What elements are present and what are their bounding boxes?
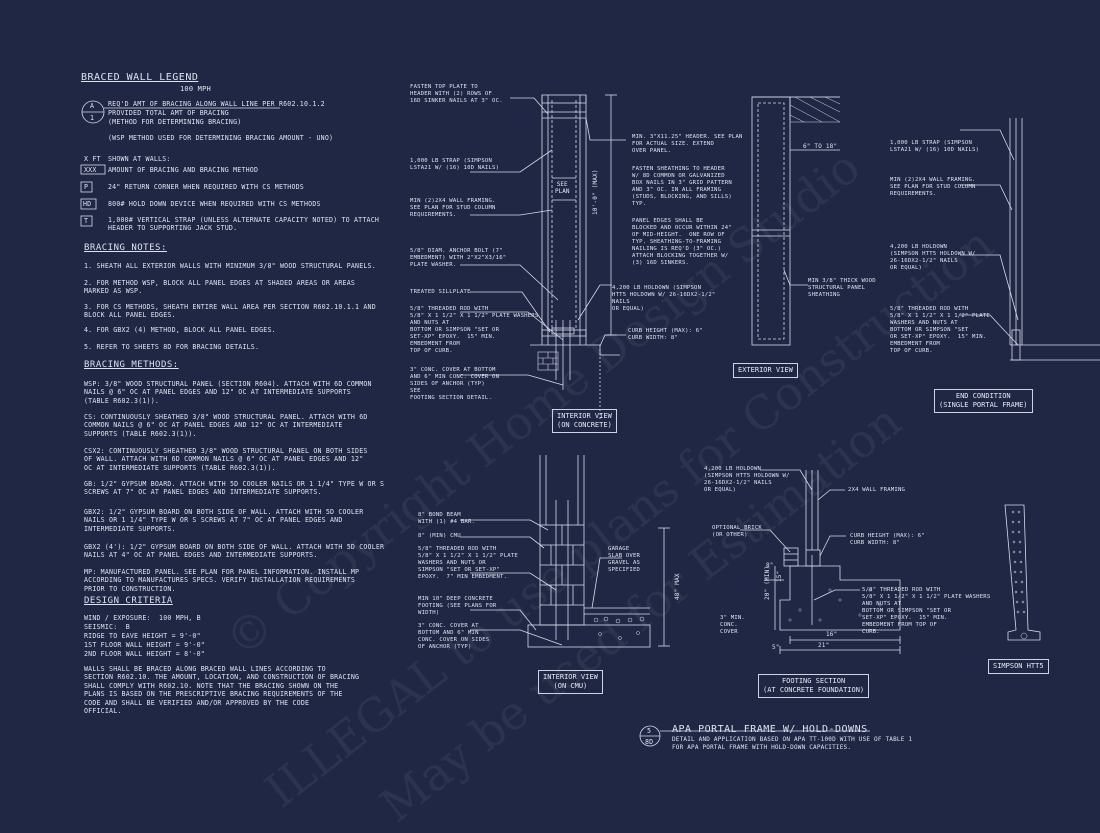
- cmu-note-footing: MIN 10" DEEP CONCRETE FOOTING (SEE PLANS…: [418, 596, 497, 616]
- ext-note-sheathing: MIN 3/8" THICK WOOD STRUCTURAL PANEL SHE…: [808, 278, 876, 298]
- simpson-label: SIMPSON HTT5: [988, 659, 1049, 674]
- ic-note-cover: 3" CONC. COVER AT BOTTOM AND 6" MIN CONC…: [410, 367, 500, 401]
- ic-note-strap: 1,000 LB STRAP (SIMPSON LSTA21 W/ (16) 1…: [410, 158, 500, 171]
- criteria-first-floor: 1ST FLOOR WALL HEIGHT = 9'-0": [84, 641, 205, 649]
- footing-note-threaded-rod: 5/8" THREADED ROD WITH 5/8" x 1 1/2" x 1…: [862, 587, 991, 635]
- method-mp: MP: MANUFACTURED PANEL. SEE PLAN FOR PAN…: [84, 568, 360, 593]
- criteria-title: DESIGN CRITERIA: [84, 596, 173, 606]
- end-note-threaded-rod: 5/8" THREADED ROD WITH 5/8" x 1 1/2" x 1…: [890, 306, 990, 354]
- cmu-note-bond-beam: 8" BOND BEAM WITH (1) #4 BAR.: [418, 512, 476, 525]
- criteria-wind: WIND / EXPOSURE: 100 MPH, B: [84, 614, 201, 622]
- method-gbx2: GBx2: 1/2" GYPSUM BOARD ON BOTH SIDE OF …: [84, 508, 364, 533]
- footing-outline: [779, 565, 901, 631]
- note-5: 5. REFER TO SHEETS 8D FOR BRACING DETAIL…: [84, 343, 260, 351]
- footing-note-cover: 3" MIN. CONC. COVER: [720, 615, 745, 635]
- ic-note-fasten-sheathing: FASTEN SHEATHING TO HEADER W/ 8d COMMON …: [632, 166, 732, 207]
- simpson-htt5-drawing: [1004, 504, 1041, 641]
- footing-note-brick: OPTIONAL BRICK (OR OTHER): [712, 525, 762, 538]
- method-wsp: WSP: 3/8" WOOD STRUCTURAL PANEL (SECTION…: [84, 380, 372, 405]
- legend-line-wsp: (WSP METHOD USED FOR DETERMINING BRACING…: [108, 134, 334, 142]
- legend-t-text: 1,000# VERTICAL STRAP (UNLESS ALTERNATE …: [108, 216, 380, 233]
- legend-xxx-box: [80, 164, 106, 175]
- footing-note-framing: 2X4 WALL FRAMING: [848, 487, 906, 493]
- detail-number: 5: [647, 727, 652, 735]
- cmu-height-dimension: 48" MAX: [674, 573, 681, 600]
- ic-note-framing: MIN (2)2X4 WALL FRAMING. SEE PLAN FOR ST…: [410, 198, 496, 218]
- legend-hd-symbol: HD: [83, 200, 92, 208]
- note-1: 1. SHEATH ALL EXTERIOR WALLS WITH MINIMU…: [84, 262, 376, 270]
- ic-note-header: MIN. 3"x11.25" HEADER. SEE PLAN FOR ACTU…: [632, 134, 743, 154]
- ic-note-curb: CURB HEIGHT (MAX): 6" CURB WIDTH: 8": [628, 328, 703, 341]
- detail-description: DETAIL AND APPLICATION BASED ON APA TT-1…: [672, 736, 913, 751]
- legend-hd-text: 800# HOLD DOWN DEVICE WHEN REQUIRED WITH…: [108, 200, 321, 208]
- method-cs: CS: CONTINUOUSLY SHEATHED 3/8" WOOD STRU…: [84, 413, 368, 438]
- cmu-note-threaded-rod: 5/8" THREADED ROD WITH 5/8" x 1 1/2" x 1…: [418, 546, 518, 580]
- legend-line-provided: PROVIDED TOTAL AMT OF BRACING: [108, 109, 229, 117]
- footing-dim-21: 21": [818, 642, 830, 649]
- cmu-note-garage-slab: GARAGE SLAB OVER GRAVEL AS SPECIFIED: [608, 546, 641, 573]
- end-note-holdown: 4,200 LB HOLDOWN (SIMPSON HTT5 HOLDOWN W…: [890, 244, 976, 271]
- methods-title: BRACING METHODS:: [84, 360, 179, 370]
- legend-wind-speed: 100 MPH: [180, 85, 211, 93]
- legend-amount: AMOUNT OF BRACING AND BRACING METHOD: [108, 166, 259, 174]
- footing-dim-15: 15": [776, 570, 783, 582]
- method-gbx2-4: GBx2 (4'): 1/2" GYPSUM BOARD ON BOTH SID…: [84, 543, 385, 560]
- legend-symbol-top: A: [90, 102, 95, 110]
- notes-title: BRACING NOTES:: [84, 243, 167, 253]
- ic-note-sillplate: TREATED SILLPLATE: [410, 289, 471, 295]
- footing-dim-20-min: 20" (MIN): [764, 565, 771, 600]
- criteria-second-floor: 2ND FLOOR WALL HEIGHT = 8'-0": [84, 650, 205, 658]
- ic-note-holdown: 4,200 LB HOLDOWN (SIMPSON HTT5 HOLDOWN W…: [612, 285, 716, 312]
- end-note-strap: 1,000 LB STRAP (SIMPSON LSTA21 W/ (16) 1…: [890, 140, 980, 153]
- footing-dim-5: 5": [772, 644, 780, 651]
- detail-sheet: 8D: [645, 738, 654, 746]
- footing-note-curb: CURB HEIGHT (MAX): 6" CURB WIDTH: 8": [850, 533, 925, 546]
- cmu-note-cmu: 8" (MIN) CMU: [418, 533, 461, 539]
- method-gb: GB: 1/2" GYPSUM BOARD. ATTACH WITH 5d CO…: [84, 480, 385, 497]
- ic-see-plan: SEE PLAN: [555, 181, 570, 195]
- ext-view-label: EXTERIOR VIEW: [733, 363, 798, 378]
- note-4: 4. FOR GBx2 (4) METHOD, BLOCK ALL PANEL …: [84, 326, 276, 334]
- legend-t-symbol: T: [84, 217, 89, 225]
- end-note-framing: MIN (2)2X4 WALL FRAMING. SEE PLAN FOR ST…: [890, 177, 976, 197]
- ic-note-threaded-rod: 5/8" THREADED ROD WITH 5/8" x 1 1/2" x 1…: [410, 306, 539, 354]
- criteria-paragraph: WALLS SHALL BE BRACED ALONG BRACED WALL …: [84, 665, 360, 716]
- cmu-note-cover: 3" CONC. COVER AT BOTTOM AND 6" MIN CONC…: [418, 623, 490, 650]
- end-view-label: END CONDITION (SINGLE PORTAL FRAME): [934, 389, 1033, 413]
- legend-line-required: REQ'D AMT OF BRACING ALONG WALL LINE PER…: [108, 100, 325, 108]
- ic-note-top-plate: FASTEN TOP PLATE TO HEADER WITH (2) ROWS…: [410, 84, 503, 104]
- footing-dim-8: 8": [766, 562, 774, 569]
- ic-height-dimension: 10'-0" (MAX): [592, 169, 599, 215]
- ext-dimension: 6" TO 18": [803, 143, 838, 150]
- ic-view-label: INTERIOR VIEW (ON CONCRETE): [552, 409, 617, 433]
- footing-note-holdown: 4,200 LB HOLDOWN (SIMPSON HTT5 HOLDOWN W…: [704, 466, 790, 493]
- note-3: 3. FOR CS METHODS, SHEATH ENTIRE WALL AR…: [84, 303, 376, 320]
- criteria-seismic: SEISMIC: B: [84, 623, 130, 631]
- ic-note-anchor-bolt: 5/8" DIAM. ANCHOR BOLT (7" EMBEDMENT) WI…: [410, 248, 507, 268]
- ic-note-panel-edges: PANEL EDGES SHALL BE BLOCKED AND OCCUR W…: [632, 218, 732, 266]
- legend-xft: X FT: [84, 155, 101, 163]
- method-csx2: CSx2: CONTINUOUSLY SHEATHED 3/8" WOOD ST…: [84, 447, 368, 472]
- legend-title: BRACED WALL LEGEND: [81, 72, 199, 83]
- legend-p-symbol: P: [84, 183, 89, 191]
- footing-view-label: FOOTING SECTION (AT CONCRETE FOUNDATION): [758, 674, 870, 698]
- legend-p-text: 24" RETURN CORNER WHEN REQUIRED WITH CS …: [108, 183, 304, 191]
- note-2: 2. FOR METHOD WSP, BLOCK ALL PANEL EDGES…: [84, 279, 356, 296]
- legend-line-method: (METHOD FOR DETERMINING BRACING): [108, 118, 242, 126]
- legend-xxx: XXX: [84, 166, 97, 174]
- detail-title: APA PORTAL FRAME W/ HOLD-DOWNS: [672, 724, 868, 735]
- legend-symbol-bottom: 1: [90, 114, 95, 122]
- cmu-view-label: INTERIOR VIEW (ON CMU): [538, 670, 603, 694]
- footing-dim-16: 16": [826, 631, 838, 638]
- legend-shown: SHOWN AT WALLS:: [108, 155, 171, 163]
- criteria-ridge: RIDGE TO EAVE HEIGHT = 9'-0": [84, 632, 201, 640]
